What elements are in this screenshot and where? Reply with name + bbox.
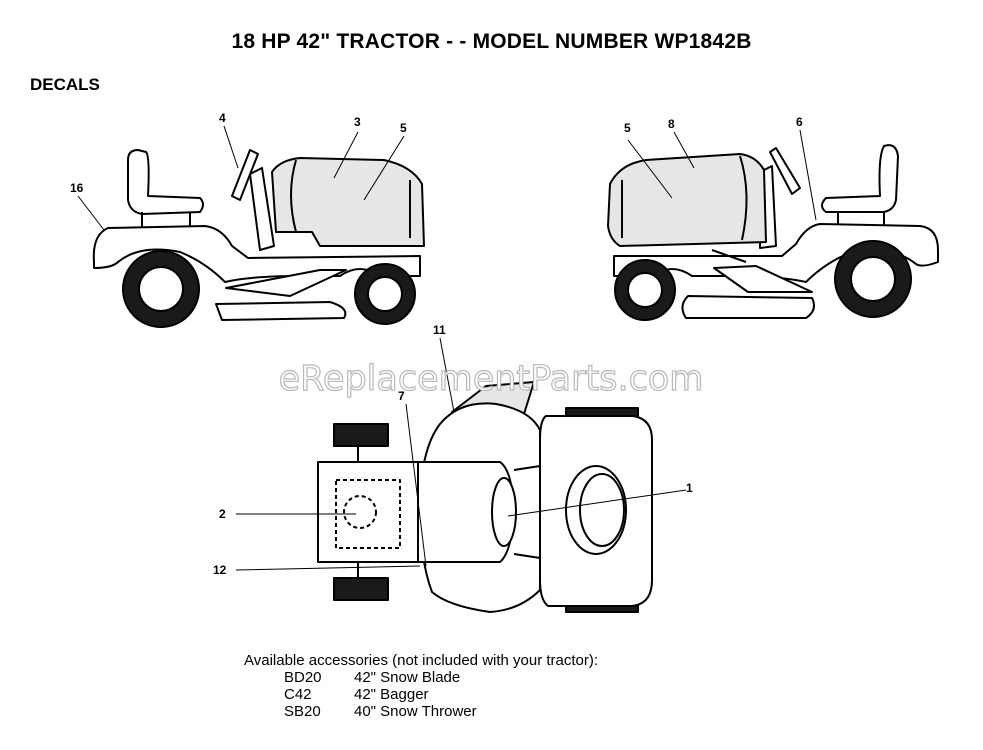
accessory-row: BD20 42" Snow Blade	[244, 669, 598, 686]
left-view-leaders	[77, 125, 405, 231]
callout-6: 6	[796, 115, 803, 129]
accessory-row: SB20 40" Snow Thrower	[244, 703, 598, 720]
accessories-heading: Available accessories (not included with…	[244, 652, 599, 669]
accessory-description: 40" Snow Thrower	[354, 703, 477, 720]
page-title: 18 HP 42" TRACTOR - - MODEL NUMBER WP184…	[231, 30, 752, 53]
callout-12: 12	[213, 563, 227, 577]
callout-7: 7	[398, 389, 405, 403]
top-view-leaders	[235, 337, 687, 571]
callout-4: 4	[219, 111, 226, 125]
accessory-description: 42" Bagger	[354, 686, 429, 703]
accessory-description: 42" Snow Blade	[354, 669, 461, 686]
callout-8: 8	[668, 117, 675, 131]
accessory-code: SB20	[284, 703, 321, 720]
callout-5-left: 5	[400, 121, 407, 135]
tractor-right-view	[607, 144, 939, 321]
watermark-text: eReplacementParts.com	[279, 359, 704, 399]
tractor-left-view	[92, 149, 425, 328]
tractor-top-view	[317, 381, 653, 613]
callout-3: 3	[354, 115, 361, 129]
accessory-code: C42	[284, 686, 312, 703]
accessory-row: C42 42" Bagger	[244, 686, 598, 703]
callout-2: 2	[219, 507, 226, 521]
callout-11: 11	[433, 323, 446, 337]
right-view-leaders	[627, 129, 817, 221]
callout-16: 16	[70, 181, 84, 195]
accessories-block: Available accessories (not included with…	[244, 652, 598, 720]
section-heading: DECALS	[30, 75, 100, 94]
accessory-code: BD20	[284, 669, 322, 686]
callout-5-right: 5	[624, 121, 631, 135]
callout-1: 1	[686, 481, 693, 495]
